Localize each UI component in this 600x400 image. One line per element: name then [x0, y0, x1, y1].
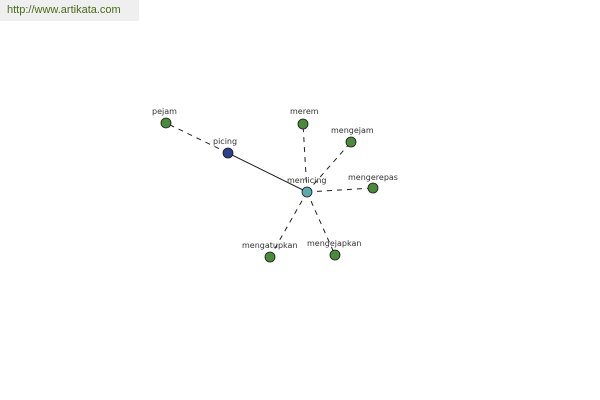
edge-memicing-mengerepas: [306, 187, 374, 193]
edge-memicing-mengatupkan: [269, 191, 308, 258]
node-label-memicing: memicing: [287, 176, 327, 185]
nodes-layer: memicing picing pejam merem mengejam mengerep…: [152, 107, 398, 263]
node-label-mengatupkan: mengatupkan: [242, 241, 298, 250]
edge-memicing-merem: [302, 123, 308, 193]
node-label-merem: merem: [290, 107, 319, 116]
node-label-pejam: pejam: [152, 107, 177, 116]
node-dot-mengejam[interactable]: [345, 136, 357, 148]
edge-memicing-mengejam: [306, 141, 352, 193]
edge-picing-pejam: [165, 122, 229, 154]
node-dot-picing[interactable]: [222, 147, 234, 159]
node-dot-pejam[interactable]: [160, 117, 172, 129]
node-dot-memicing[interactable]: [301, 186, 313, 198]
node-dot-mengejapkan[interactable]: [329, 249, 341, 261]
node-label-picing: picing: [213, 137, 237, 146]
node-mengejam[interactable]: mengejam: [331, 126, 374, 148]
edge-memicing-mengejapkan: [306, 191, 336, 256]
site-url-link[interactable]: http://www.artikata.com: [7, 4, 121, 16]
node-dot-merem[interactable]: [297, 118, 309, 130]
node-mengerepas[interactable]: mengerepas: [348, 173, 398, 194]
node-picing[interactable]: picing: [213, 137, 237, 159]
node-mengatupkan[interactable]: mengatupkan: [242, 241, 298, 263]
node-memicing[interactable]: memicing: [287, 176, 327, 198]
node-merem[interactable]: merem: [290, 107, 319, 130]
edge-memicing-picing: [227, 152, 308, 193]
node-label-mengejapkan: mengejapkan: [307, 239, 361, 248]
node-label-mengerepas: mengerepas: [348, 173, 398, 182]
url-banner: http://www.artikata.com: [0, 0, 139, 21]
edges-layer: [165, 122, 374, 258]
node-dot-mengerepas[interactable]: [367, 182, 379, 194]
node-dot-mengatupkan[interactable]: [264, 251, 276, 263]
node-label-mengejam: mengejam: [331, 126, 374, 135]
node-mengejapkan[interactable]: mengejapkan: [307, 239, 361, 261]
node-pejam[interactable]: pejam: [152, 107, 177, 129]
